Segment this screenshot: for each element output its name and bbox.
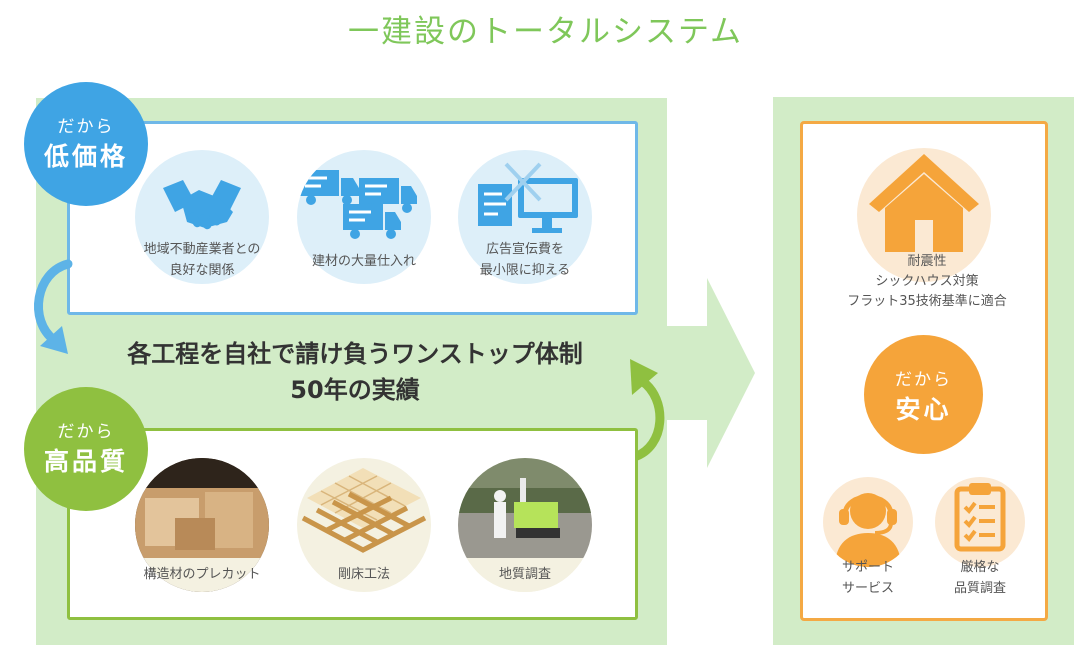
floor-frame-illustration xyxy=(301,468,427,553)
floor-frame-circle xyxy=(297,458,431,592)
center-line1: 各工程を自社で請け負うワンストップ体制 xyxy=(127,340,583,368)
trucks-icon xyxy=(299,170,417,239)
handshake-label-line2: 良好な関係 xyxy=(169,263,235,278)
trucks-label: 建材の大量仕入れ xyxy=(292,251,436,272)
low-price-badge-big: 低価格 xyxy=(43,142,128,171)
soil-survey-label: 地質調査 xyxy=(453,564,597,585)
headset-icon xyxy=(835,493,901,567)
low-price-badge-small: だから xyxy=(57,117,115,137)
low-price-badge: だから 低価格 xyxy=(24,82,148,206)
floor-frame-label-text: 剛床工法 xyxy=(337,567,390,582)
support-label-line1: サポート xyxy=(841,560,894,575)
house-feature-2: シックハウス対策 xyxy=(875,274,979,289)
curved-arrow-up-icon xyxy=(629,359,665,462)
safety-badge: だから 安心 xyxy=(864,335,983,454)
high-quality-badge-big: 高品質 xyxy=(43,447,128,476)
soil-survey-photo xyxy=(458,458,592,592)
precut-lumber-label: 構造材のプレカット xyxy=(130,564,274,585)
no-advertising-label-line1: 広告宣伝費を xyxy=(485,242,564,257)
high-quality-badge: だから 高品質 xyxy=(24,387,148,511)
high-quality-badge-small: だから xyxy=(57,422,115,442)
inspection-label-line1: 厳格な xyxy=(960,560,1000,575)
precut-lumber-circle xyxy=(135,458,269,592)
soil-survey-circle xyxy=(458,458,592,592)
support-label-line2: サービス xyxy=(841,581,894,596)
trucks-circle xyxy=(297,150,431,284)
floor-frame-label: 剛床工法 xyxy=(292,564,436,585)
curved-arrow-down-icon xyxy=(34,259,73,354)
page-title: 一建設のトータルシステム xyxy=(347,14,744,50)
no-advertising-label-line2: 最小限に抑える xyxy=(479,263,571,278)
house-circle xyxy=(857,148,991,282)
house-feature-1: 耐震性 xyxy=(907,254,947,269)
trucks-label-line1: 建材の大量仕入れ xyxy=(311,254,416,269)
soil-survey-label-text: 地質調査 xyxy=(498,567,551,582)
safety-badge-small: だから xyxy=(895,370,952,390)
support-label: サポート サービス xyxy=(818,557,918,599)
inspection-label-line2: 品質調査 xyxy=(953,581,1006,596)
center-line2: 50年の実績 xyxy=(290,376,420,404)
no-advertising-label: 広告宣伝費を 最小限に抑える xyxy=(453,239,597,281)
safety-badge-big: 安心 xyxy=(895,395,952,424)
checklist-icon xyxy=(954,483,1006,552)
handshake-label: 地域不動産業者との 良好な関係 xyxy=(130,239,274,281)
inspection-circle xyxy=(935,477,1025,567)
no-advertising-circle xyxy=(458,150,592,284)
precut-lumber-label-text: 構造材のプレカット xyxy=(143,567,261,582)
house-feature-3: フラット35技術基準に適合 xyxy=(847,294,1007,309)
house-features: 耐震性 シックハウス対策 フラット35技術基準に適合 xyxy=(800,252,1054,312)
inspection-label: 厳格な 品質調査 xyxy=(930,557,1030,599)
big-arrow-right-icon xyxy=(667,278,755,468)
no-advertising-icon xyxy=(478,162,578,233)
house-icon xyxy=(869,154,979,252)
handshake-icon xyxy=(163,180,241,230)
one-stop-system-text: 各工程を自社で請け負うワンストップ体制 50年の実績 xyxy=(60,336,650,408)
support-circle xyxy=(823,477,913,567)
handshake-circle xyxy=(135,150,269,284)
handshake-label-line1: 地域不動産業者との xyxy=(143,242,261,257)
